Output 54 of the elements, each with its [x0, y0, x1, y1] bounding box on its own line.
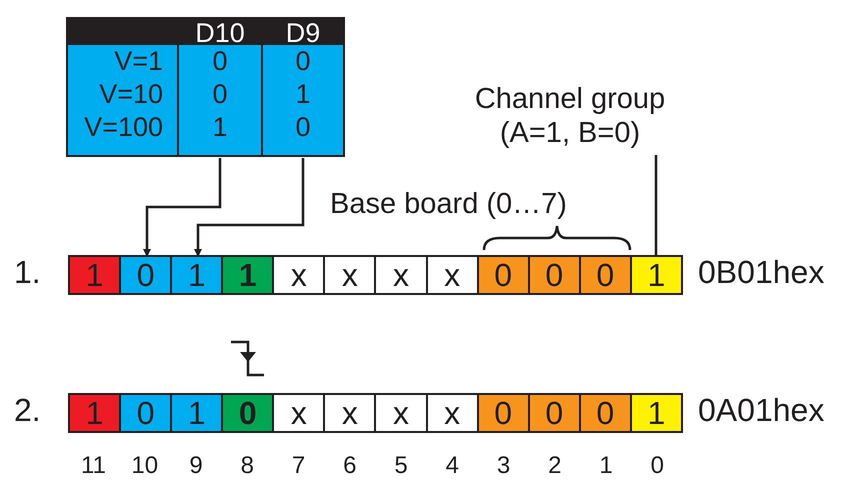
table-value: 1: [294, 78, 312, 111]
table-value: 0: [211, 45, 229, 78]
bit-cell: 1: [632, 257, 681, 293]
table-value: 1: [211, 111, 229, 144]
bit-cell: 0: [223, 395, 274, 431]
bit-number: 3: [496, 452, 512, 480]
bit-cell: 0: [478, 395, 530, 431]
bit-number: 5: [393, 452, 409, 480]
bit-cell: 1: [70, 395, 122, 431]
bit-number: 11: [80, 452, 107, 480]
column-header: D9: [263, 19, 343, 45]
bit-cell: 0: [478, 257, 530, 293]
bit-cell: 1: [223, 257, 274, 293]
table-column: [261, 17, 345, 157]
bit-number: 0: [650, 452, 665, 480]
bit-number: 4: [444, 452, 460, 480]
bit-register: [68, 255, 683, 295]
table-value: 0: [294, 111, 312, 144]
bit-number: 2: [547, 452, 562, 480]
arrow: [143, 158, 222, 257]
table-column: [177, 17, 263, 157]
bit-number: 1: [598, 452, 614, 480]
table-value: 0: [211, 78, 229, 111]
bit-number: 8: [240, 452, 255, 480]
bit-cell: 1: [70, 257, 122, 293]
hex-value: 0A01hex: [698, 392, 824, 429]
bit-cell: x: [428, 257, 479, 293]
row-label: V=100: [83, 111, 164, 144]
annotation-text: Channel group (A=1, B=0): [450, 82, 690, 150]
bit-register: [68, 393, 683, 433]
leader-line: [654, 155, 658, 257]
bit-cell: x: [428, 395, 479, 431]
row-label: V=10: [98, 78, 164, 111]
arrow: [194, 158, 304, 257]
bit-cell: 1: [632, 395, 681, 431]
bit-cell: 0: [530, 257, 581, 293]
hex-value: 0B01hex: [698, 254, 824, 291]
bit-cell: 0: [580, 257, 632, 293]
bit-cell: 0: [580, 395, 632, 431]
table-value: 0: [294, 45, 312, 78]
row-number: 1.: [14, 254, 41, 291]
bit-number: 6: [342, 452, 358, 480]
bit-number: 7: [290, 452, 306, 480]
bit-cell: 1: [172, 257, 224, 293]
bit-number: 9: [188, 452, 204, 480]
bit-cell: 1: [172, 395, 224, 431]
annotation-text: Base board (0…7): [330, 188, 567, 221]
bit-cell: 0: [121, 257, 172, 293]
row-number: 2.: [14, 392, 41, 429]
bit-cell: 0: [530, 395, 581, 431]
bit-cell: 0: [121, 395, 172, 431]
row-label: V=1: [113, 45, 164, 78]
bit-number: 10: [130, 452, 160, 480]
column-header: D10: [179, 19, 261, 45]
